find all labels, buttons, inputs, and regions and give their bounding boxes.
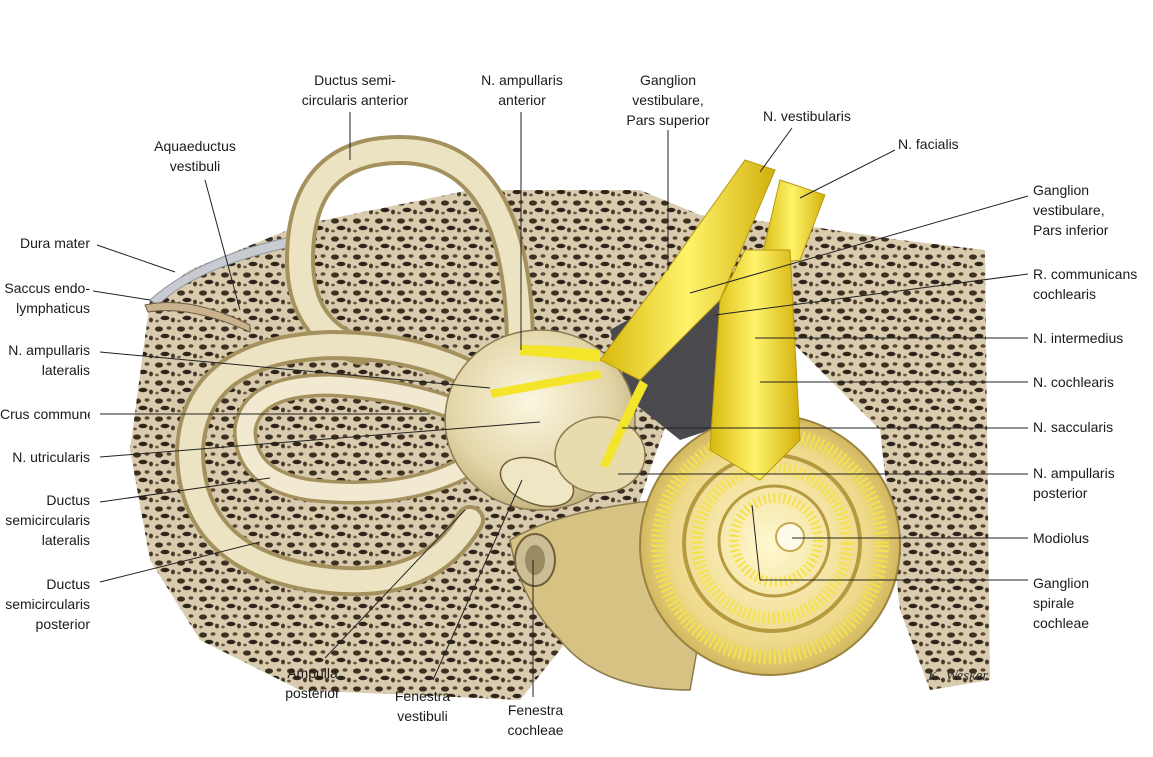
n-ampullaris-lateralis-shape [490,370,602,398]
label-n-facialis: N. facialis [898,134,959,154]
label-line: Ductus semi- [314,72,396,88]
n-saccularis-shape [600,380,648,468]
label-line: vestibulare, [632,92,704,108]
label-line: Crus commune [0,406,90,422]
label-n-intermedius: N. intermedius [1033,328,1123,348]
label-line: Saccus endo- [4,280,90,296]
label-line: lymphaticus [16,300,90,316]
label-line: Ganglion [1033,182,1090,198]
label-line: Aquaeductus [154,138,236,154]
label-n-vestibularis: N. vestibularis [763,106,851,126]
label-n-saccularis: N. saccularis [1033,417,1113,437]
label-n-cochlearis: N. cochlearis [1033,372,1114,392]
label-line: posterior [285,685,340,701]
label-aquaeductus-vestibuli: Aquaeductus vestibuli [140,136,250,176]
fenestra-vestibuli-shape [499,456,575,508]
label-line: semicircularis [5,596,90,612]
label-line: posterior [35,616,90,632]
label-n-ampullaris-anterior: N. ampullaris anterior [470,70,574,110]
label-ductus-semicircularis-posterior: Ductus semicircularis posterior [0,574,90,634]
label-ganglion-vestibulare-pars-superior: Ganglion vestibulare, Pars superior [614,70,722,130]
label-modiolus: Modiolus [1033,528,1089,548]
label-line: Pars superior [626,112,710,128]
label-n-ampullaris-posterior: N. ampullaris posterior [1033,463,1115,503]
label-ampulla-posterior: Ampulla posterior [270,663,355,703]
label-line: lateralis [41,532,90,548]
label-line: anterior [498,92,546,108]
label-line: Fenestra [394,688,451,704]
label-r-communicans-cochlearis: R. communicans cochlearis [1033,264,1137,304]
label-line: R. communicans [1033,266,1138,282]
label-line: Ampulla [287,665,338,681]
label-line: N. ampullaris [481,72,563,88]
label-line: Ductus [46,492,90,508]
label-line: vestibuli [397,708,448,724]
label-ganglion-vestibulare-pars-inferior: Ganglion vestibulare, Pars inferior [1033,180,1108,240]
label-line: N. facialis [898,136,959,152]
label-fenestra-vestibuli: Fenestra vestibuli [380,686,465,726]
label-line: vestibuli [169,158,221,174]
signature: K. Wesker [927,668,988,684]
label-line: Dura mater [19,235,90,251]
label-saccus-endolymphaticus: Saccus endo-lymphaticus [0,278,90,318]
label-ductus-semicircularis-anterior: Ductus semi-circularis anterior [300,70,410,110]
saccus-endolymphaticus [144,302,251,333]
label-line: circularis anterior [301,92,409,108]
modiolus-shape [775,522,805,552]
label-line: Ganglion [1033,575,1090,591]
label-line: N. saccularis [1033,419,1114,435]
label-line: semicircularis [5,512,90,528]
label-line: N. vestibularis [763,108,851,124]
label-line: N. cochlearis [1033,374,1114,390]
label-ganglion-spirale-cochleae: Ganglion spirale cochleae [1033,573,1089,633]
label-crus-commune: Crus commune [0,404,90,424]
label-line: N. utricularis [12,449,90,465]
label-dura-mater: Dura mater [0,233,90,253]
label-ductus-semicircularis-lateralis: Ductus semicircularis lateralis [0,490,90,550]
label-line: cochleae [1033,615,1090,631]
label-fenestra-cochleae: Fenestra cochleae [493,700,578,740]
label-line: N. ampullaris [8,342,90,358]
label-line: posterior [1033,485,1088,501]
label-line: N. ampullaris [1033,465,1115,481]
leader-lines [92,112,1029,697]
label-n-utricularis: N. utricularis [0,447,90,467]
n-cochlearis-shape [709,249,801,481]
label-n-ampullaris-lateralis: N. ampullaris lateralis [0,340,90,380]
label-line: vestibulare, [1033,202,1105,218]
label-line: cochleae [507,722,564,738]
label-line: lateralis [41,362,90,378]
label-line: Modiolus [1033,530,1090,546]
label-line: Fenestra [507,702,564,718]
n-ampullaris-anterior-shape [520,345,600,362]
label-line: cochlearis [1033,286,1097,302]
label-line: N. intermedius [1033,330,1124,346]
label-line: Ganglion [639,72,697,88]
label-line: spirale [1033,595,1075,611]
label-line: Pars inferior [1033,222,1109,238]
label-line: Ductus [46,576,90,592]
n-facialis-shape [759,179,826,266]
